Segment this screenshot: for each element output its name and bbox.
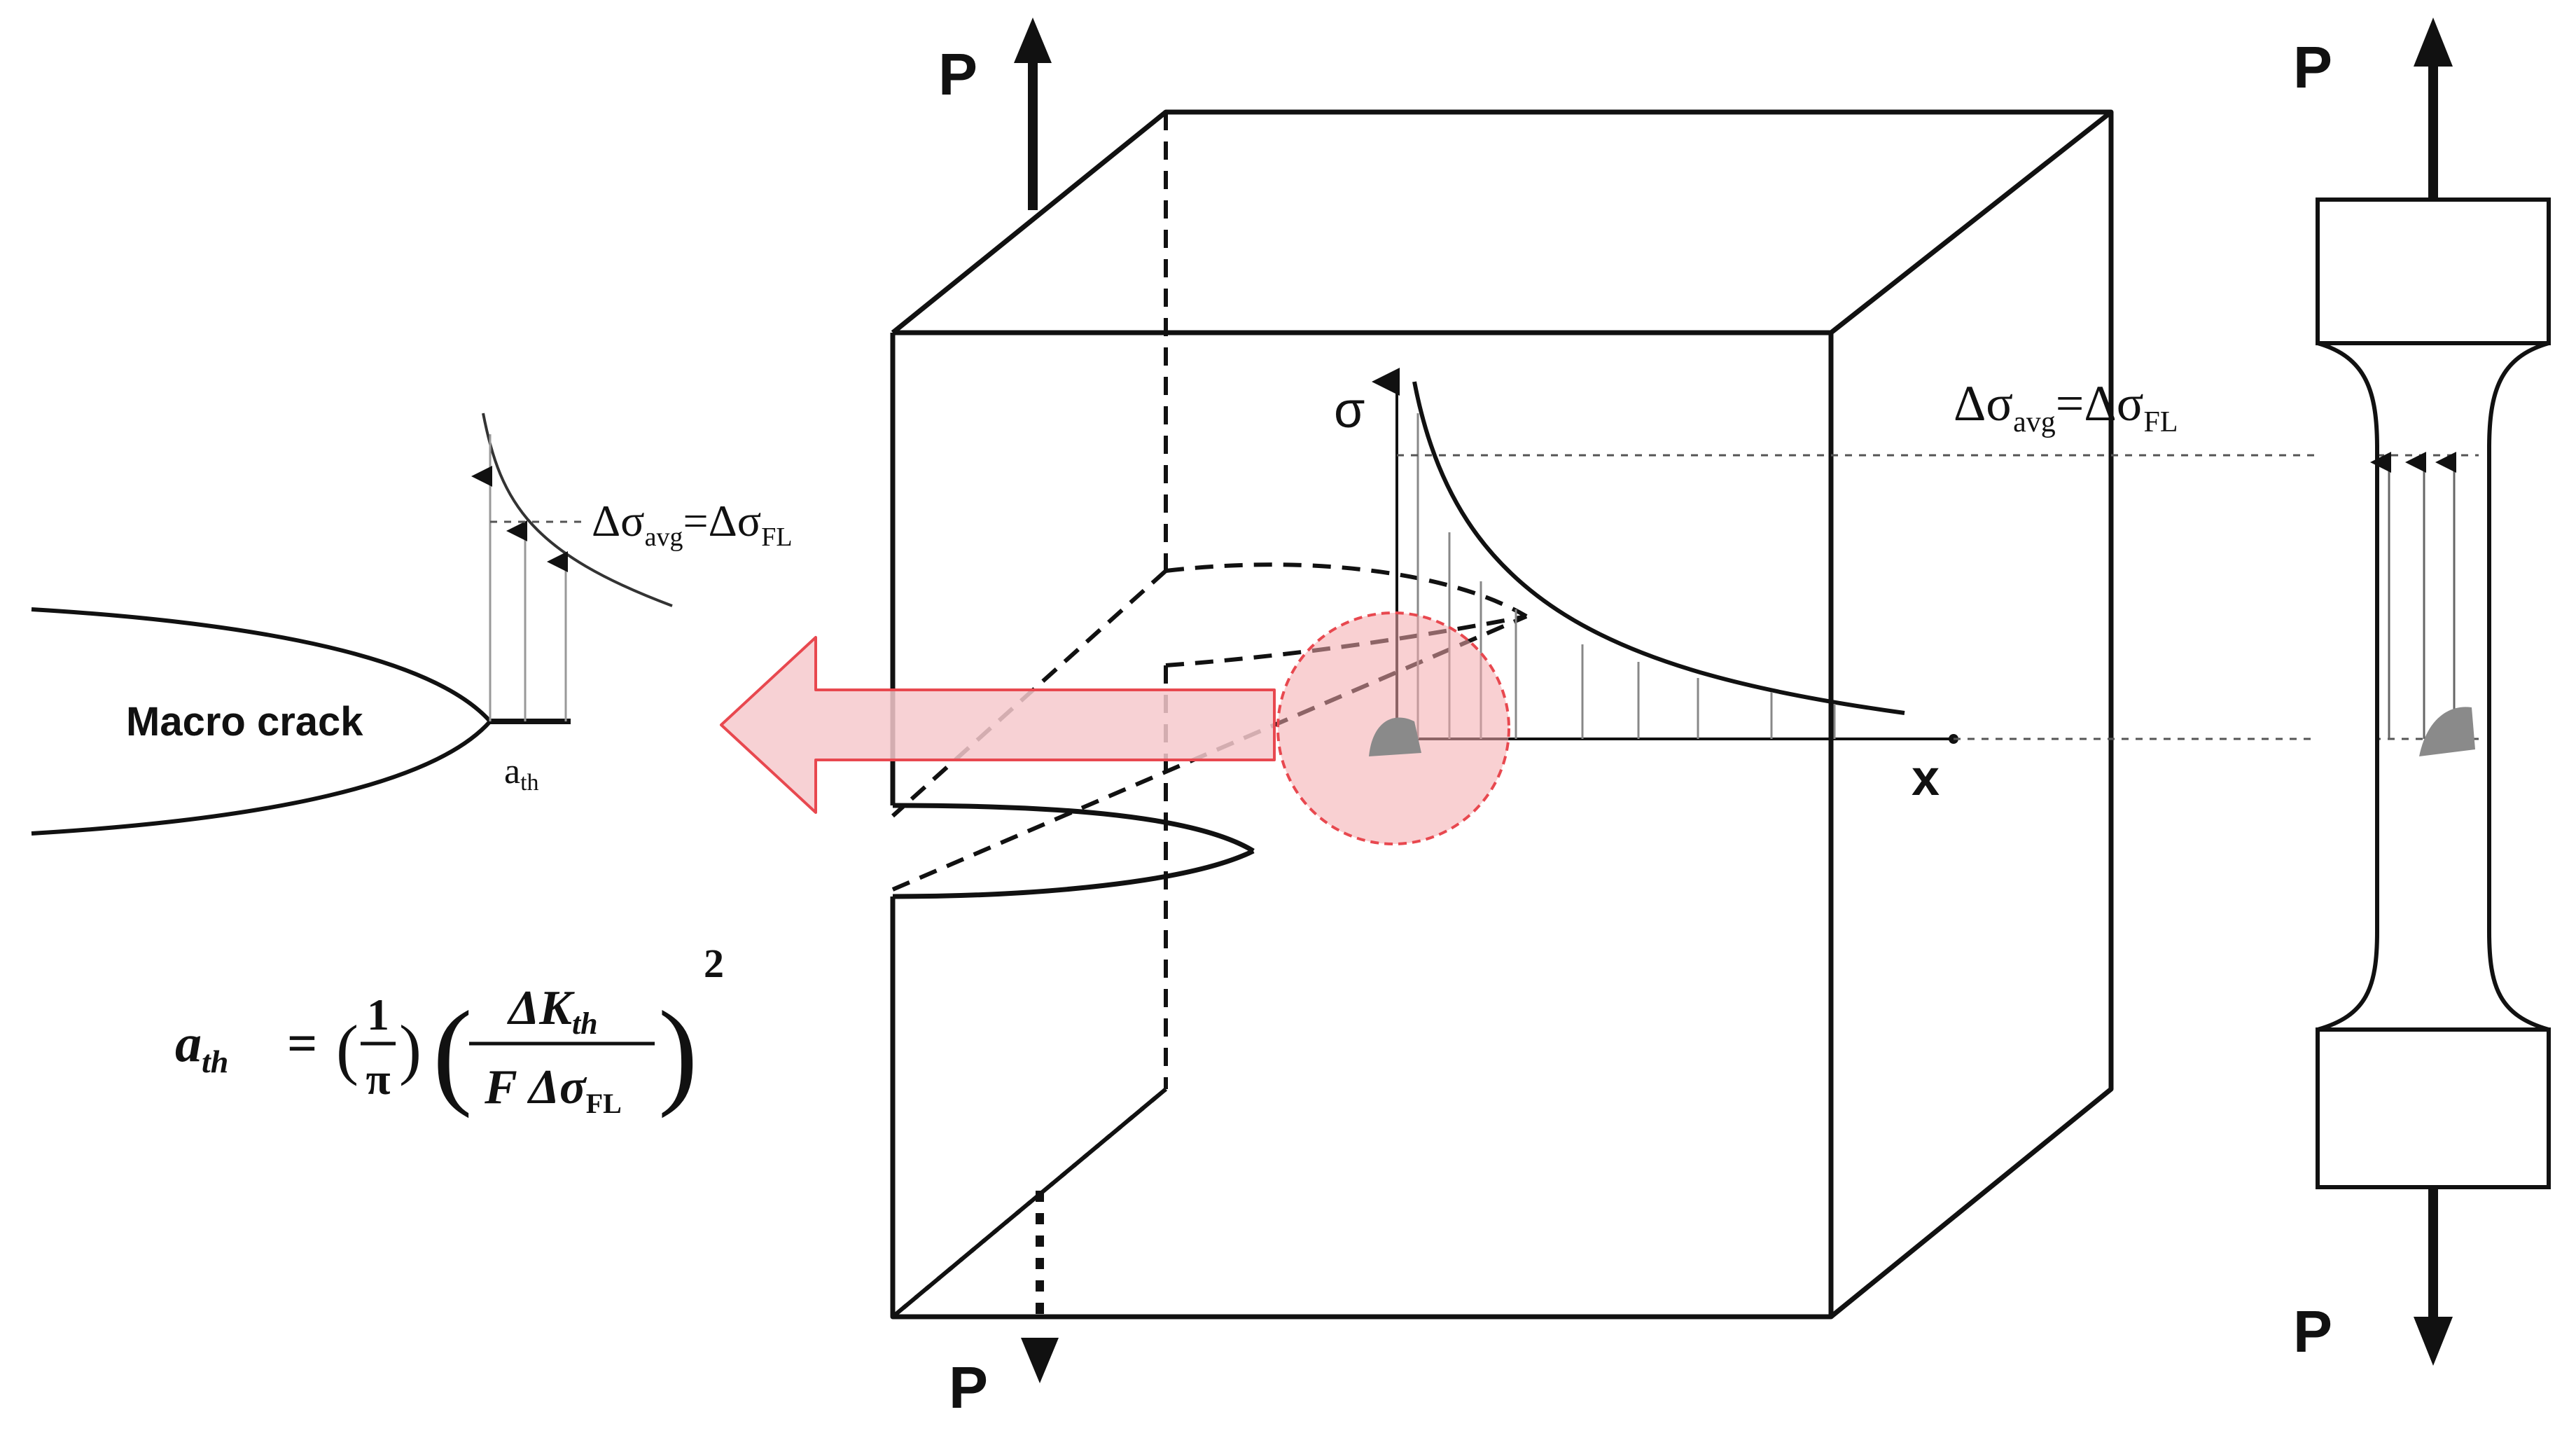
formula-exponent: 2: [704, 941, 724, 986]
specimen-load-bottom-head: [2414, 1317, 2453, 1366]
sigma-axis-label: σ: [1334, 382, 1365, 438]
specimen-load-top-head: [2414, 18, 2453, 67]
specimen-upper-grip: [2316, 198, 2551, 345]
load-arrow-bottom-head: [1021, 1338, 1059, 1383]
macro-crack-label: Macro crack: [126, 699, 363, 745]
average-stress-label: Δσavg=ΔσFL: [1954, 375, 2178, 438]
formula-open-paren-2: (: [433, 987, 473, 1119]
crack-lower-flank: [31, 720, 492, 836]
x-axis-label: x: [1912, 750, 1940, 806]
specimen-gauge-body: [2317, 341, 2549, 1032]
specimen-lower-grip: [2316, 1027, 2551, 1189]
dogbone-specimen: P P: [2293, 18, 2551, 1366]
load-label-bottom-block: P: [949, 1355, 988, 1420]
block-hidden-bottom-diagonal: [891, 1087, 1167, 1319]
inset-stress-curve: [482, 413, 673, 607]
crack-tip-grey-marker: [1369, 717, 1421, 756]
formula-denominator: F ΔσFL: [484, 1060, 622, 1119]
formula-open-paren-1: (: [336, 1011, 358, 1086]
stress-distribution-curve: [1412, 381, 1905, 715]
notch-upper-edge: [892, 803, 1255, 853]
formula-lhs: ath: [175, 1014, 228, 1079]
formula-close-paren-1: ): [399, 1011, 422, 1086]
macro-crack-inset: Macro crack ath Δσavg=ΔσFL: [31, 413, 793, 836]
specimen-stress-lines: [2370, 452, 2456, 739]
transfer-arrow: [720, 636, 1276, 814]
formula-equals: =: [287, 1014, 317, 1073]
load-label-top-block: P: [938, 41, 977, 107]
threshold-formula: ath = ( 1 π ) ( ΔKth F ΔσFL ) 2: [175, 941, 724, 1119]
formula-numerator: ΔKth: [506, 981, 597, 1041]
inset-threshold-length-label: ath: [504, 752, 539, 796]
notch-lower-edge: [892, 848, 1255, 899]
block-right-face: [1829, 112, 2114, 1319]
load-arrow-top-head: [1014, 18, 1052, 63]
crack-upper-flank: [31, 607, 492, 723]
specimen-crack-marker: [2419, 707, 2475, 756]
load-label-top-specimen: P: [2293, 34, 2332, 100]
formula-frac-den: π: [365, 1054, 390, 1104]
block-hidden-notch-top: [1165, 562, 1528, 618]
block-top-face: [891, 109, 2114, 335]
formula-frac-num: 1: [367, 990, 389, 1039]
block-load-bottom: P: [949, 1338, 1059, 1420]
load-label-bottom-specimen: P: [2293, 1299, 2332, 1364]
crack-tip-stress-field: σ x Δσavg=ΔσFL: [1276, 368, 2479, 845]
inset-average-stress-label: Δσavg=ΔσFL: [592, 496, 793, 552]
formula-close-paren-2: ): [658, 987, 698, 1119]
block-hidden-crack-front-top: [1165, 614, 1527, 667]
block-load-top: P: [938, 18, 1052, 210]
